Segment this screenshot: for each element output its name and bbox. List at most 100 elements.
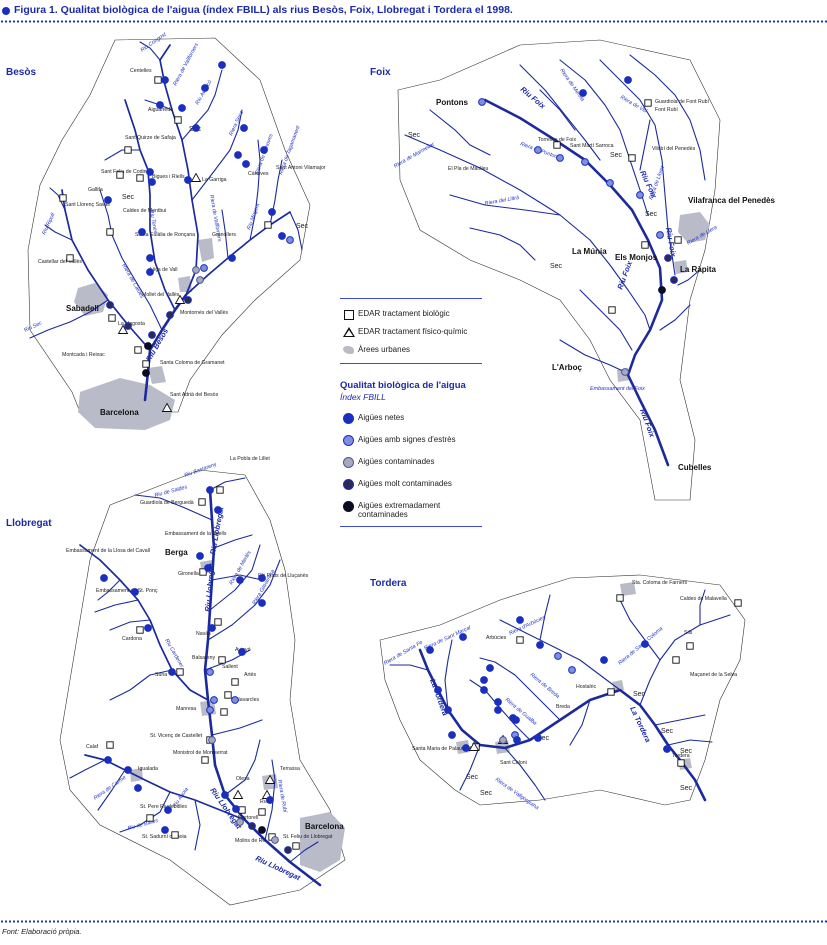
llobregat-trib-3	[109, 619, 151, 631]
quality-dot-icon	[343, 501, 354, 512]
besos-place-bigues: Bigues i Riells	[152, 174, 185, 180]
besos-congost-river	[159, 44, 199, 296]
quality-point-class-2	[478, 98, 486, 106]
besos-quality-points	[104, 61, 294, 377]
besos-urban-santa-coloma	[148, 366, 166, 384]
quality-point-class-4	[124, 322, 132, 330]
foix-place-vilobi: Vilobí del Penedès	[652, 146, 696, 152]
besos-map: Besòs Riu Congost Riera de Vallforners R…	[6, 31, 326, 430]
quality-point-class-1	[434, 686, 442, 694]
quality-point-class-1	[600, 656, 608, 664]
quality-point-class-3	[499, 736, 507, 744]
foix-place-els-monjos: Els Monjos	[615, 253, 658, 262]
besos-edar-bio	[66, 254, 74, 262]
besos-edar-bio	[106, 228, 114, 236]
besos-place-barcelona: Barcelona	[100, 408, 139, 417]
besos-sec-river	[29, 299, 109, 339]
besos-urban-granollers	[198, 238, 214, 262]
llobregat-place-martorell: Martorell	[238, 815, 258, 821]
foix-trib-5	[599, 59, 676, 276]
tordera-place-breda: Breda	[556, 704, 570, 710]
tordera-place-sta-coloma: Sta. Coloma de Farners	[632, 580, 687, 586]
foix-trib-6	[629, 54, 706, 181]
tordera-place-sant-celoni: Sant Celoni	[500, 760, 527, 766]
foix-place-guardiola: Guardiola de Font Rubí	[655, 99, 709, 105]
llobregat-place-emb-sant-ponc: Embassament de St. Ponç	[96, 588, 158, 594]
foix-label-main-low: Riu Foix	[615, 259, 634, 291]
legend-quality-subtitle: Índex FBILL	[340, 392, 386, 402]
llobregat-place-sallent: Sallent	[222, 664, 238, 670]
quality-point-class-1	[138, 228, 146, 236]
llobregat-place-molins: Molins de Rei	[235, 838, 266, 844]
besos-edar-bio	[108, 314, 116, 322]
quality-point-class-1	[266, 796, 274, 804]
figure-footer: Font: Elaboració pròpia.	[0, 925, 827, 945]
tordera-region-title: Tordera	[370, 578, 407, 589]
besos-label-mogent: Riu Mogent	[246, 202, 261, 230]
quality-point-class-2	[556, 154, 564, 162]
tordera-label-main-low: La Tordera	[628, 705, 652, 744]
besos-place-aiguafreda: Aiguafreda	[148, 107, 173, 113]
tordera-trib-6	[699, 589, 706, 626]
tordera-urban-hostalric	[612, 680, 624, 692]
besos-edar-fq	[191, 173, 201, 182]
llobregat-edar-bio	[218, 656, 226, 664]
top-dotted-rule	[0, 20, 827, 23]
quality-point-class-1	[258, 574, 266, 582]
llobregat-edar-bio	[258, 808, 266, 816]
tordera-place-hostalric: Hostalric	[576, 684, 597, 690]
llobregat-cardener	[79, 544, 209, 701]
foix-trib-10	[469, 227, 536, 261]
llobregat-place-pobla: La Pobla de Lillet	[230, 456, 270, 462]
llobregat-place-rubi: Rubí	[260, 799, 272, 805]
legend-quality-title: Qualitat biològica de l'aigua	[340, 380, 466, 391]
quality-point-class-1	[196, 552, 204, 560]
tordera-map: Tordera La Tordera La Tordera Riera de S…	[370, 574, 746, 811]
foix-sec-2: Sec	[610, 152, 623, 159]
llobregat-edar-bio	[231, 678, 239, 686]
besos-mogent-river	[185, 211, 291, 296]
quality-point-class-1	[512, 716, 520, 724]
llobregat-edar-bio	[176, 668, 184, 676]
tordera-trib-7	[569, 699, 591, 746]
foix-place-cubelles: Cubelles	[678, 463, 712, 472]
tordera-place-arbucies: Arbúcies	[486, 635, 507, 641]
quality-point-class-1	[260, 146, 268, 154]
besos-tenes-river	[124, 99, 176, 311]
llobregat-label-bitlles: Riu de Bitlles	[127, 818, 159, 832]
foix-trib-9	[449, 194, 561, 216]
quality-point-class-1	[104, 756, 112, 764]
besos-label-sec: Riu Sec	[23, 320, 43, 334]
besos-edar-bio	[116, 171, 124, 179]
quality-point-class-1	[146, 168, 154, 176]
quality-point-class-1	[104, 196, 112, 204]
foix-edar-bio	[674, 236, 682, 244]
quality-point-class-1	[178, 104, 186, 112]
llobregat-trib-4	[109, 669, 173, 701]
quality-point-class-1	[168, 668, 176, 676]
foix-label-main-sea: Riu Foix	[638, 408, 657, 440]
besos-place-santa-eulalia: Santa Eulàlia de Ronçana	[135, 232, 195, 238]
llobregat-place-guardiola: Guardiola de Berguedà	[140, 500, 194, 506]
quality-point-class-4	[106, 301, 114, 309]
foix-trib-2	[429, 109, 491, 156]
foix-place-vilafranca: Vilafranca del Penedès	[688, 196, 776, 205]
tordera-trib-santa-fe	[444, 639, 453, 711]
quality-point-class-3	[208, 736, 216, 744]
quality-point-class-1	[240, 124, 248, 132]
llobregat-label-carme: Riera de Carme	[93, 775, 128, 802]
llobregat-trib-10	[211, 574, 263, 581]
quality-point-class-2	[200, 264, 208, 272]
besos-region-title: Besòs	[6, 67, 36, 78]
quality-point-class-1	[238, 648, 246, 656]
legend-class-4-label: Aigües molt contaminades	[358, 479, 452, 488]
tordera-edar-bio	[616, 594, 624, 602]
quality-point-class-1	[192, 124, 200, 132]
quality-point-class-5	[258, 826, 266, 834]
quality-point-class-1	[278, 232, 286, 240]
llobregat-urban-barcelona	[300, 812, 345, 872]
besos-place-sant-llorenc: Sant Llorenç Savall	[65, 202, 110, 208]
foix-edar-bio	[641, 241, 649, 249]
llobregat-rubi	[264, 759, 276, 841]
besos-trib-2	[104, 149, 141, 161]
